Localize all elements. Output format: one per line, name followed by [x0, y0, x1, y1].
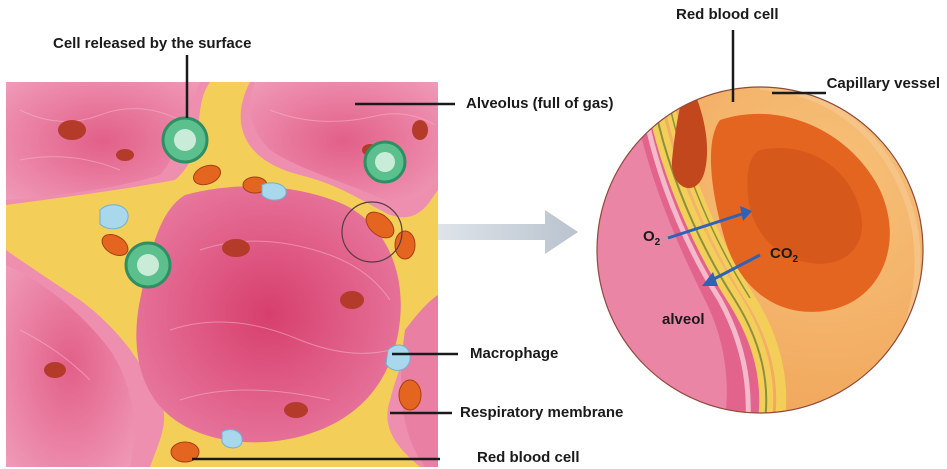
zoom-arrow — [438, 210, 578, 254]
label-alveol: alveol — [662, 311, 705, 329]
label-cell-released: Cell released by the surface — [53, 35, 251, 53]
label-co2: CO2 — [770, 245, 798, 265]
zoomed-membrane-view — [590, 80, 923, 420]
label-o2: O2 — [643, 228, 660, 248]
label-red-blood-cell-top: Red blood cell — [676, 6, 779, 24]
label-capillary-vessel: Capillary vessel — [822, 74, 940, 93]
label-respiratory-membrane: Respiratory membrane — [460, 404, 623, 422]
label-red-blood-cell-bottom: Red blood cell — [477, 449, 580, 467]
alveolus-chamber-center — [136, 186, 400, 442]
alveolar-tissue-panel — [6, 82, 438, 467]
label-alveolus: Alveolus (full of gas) — [466, 95, 614, 113]
label-macrophage: Macrophage — [470, 345, 558, 363]
